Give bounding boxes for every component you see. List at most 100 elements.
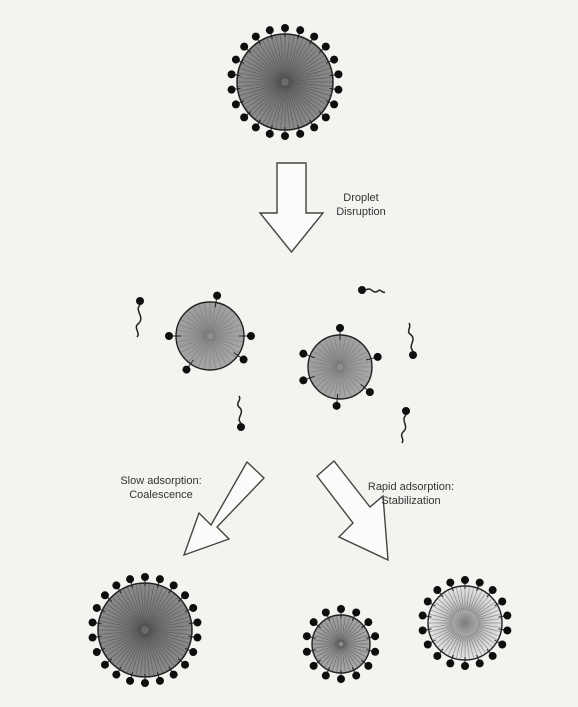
emulsifier-head <box>336 324 344 332</box>
emulsifier-head <box>232 56 240 64</box>
emulsifier-head <box>364 662 372 670</box>
emulsifier-head <box>334 70 342 78</box>
emulsifier-head <box>281 132 289 140</box>
emulsifier-head <box>182 366 190 374</box>
droplet-stabilized-light <box>419 576 512 670</box>
droplet-stabilized-small <box>303 605 379 683</box>
emulsifier-head <box>89 618 97 626</box>
emulsifier-head <box>310 33 318 41</box>
emulsifier-head <box>433 586 441 594</box>
emulsifier-head <box>419 626 427 634</box>
emulsifier-head <box>333 402 341 410</box>
emulsifier-head <box>352 672 360 680</box>
emulsifier-head <box>489 586 497 594</box>
emulsifier-head <box>141 573 149 581</box>
free-emulsifier-2 <box>358 286 385 294</box>
emulsifier-head <box>446 659 454 667</box>
emulsifier-head <box>461 662 469 670</box>
emulsifier-head <box>310 618 318 626</box>
emulsifier-head <box>240 356 248 364</box>
droplet-small-left <box>165 292 255 374</box>
emulsifier-head <box>266 26 274 34</box>
emulsifier-head <box>374 353 382 361</box>
emulsifier-head <box>299 350 307 358</box>
emulsifier-head <box>181 591 189 599</box>
emulsifier-head <box>189 604 197 612</box>
slow-adsorption-label: Slow adsorption: Coalescence <box>110 474 212 502</box>
emulsifier-head <box>228 86 236 94</box>
emulsifier-head <box>498 598 506 606</box>
emulsifier-head <box>419 612 427 620</box>
emulsifier-head <box>112 671 120 679</box>
emulsifier-head <box>364 618 372 626</box>
emulsifier-head <box>310 123 318 131</box>
emulsifier-head <box>337 605 345 613</box>
disruption-label: Droplet Disruption <box>326 191 396 219</box>
emulsifier-head <box>240 43 248 51</box>
emulsifier-head <box>337 675 345 683</box>
emulsifier-head <box>322 672 330 680</box>
emulsifier-head <box>213 292 221 300</box>
emulsifier-head <box>489 652 497 660</box>
emulsifier-head <box>424 598 432 606</box>
emulsifier-head <box>252 33 260 41</box>
emulsifier-head <box>189 648 197 656</box>
disruption-arrow <box>260 163 323 252</box>
emulsifier-head <box>352 608 360 616</box>
emulsifier-head <box>112 581 120 589</box>
emulsifier-head <box>334 86 342 94</box>
emulsifier-head <box>498 641 506 649</box>
emulsifier-head <box>193 618 201 626</box>
emulsifier-head <box>240 113 248 121</box>
free-emulsifier-3 <box>409 323 417 359</box>
emulsifier-head <box>476 579 484 587</box>
droplet-small-right <box>299 324 381 410</box>
emulsifier-head <box>503 612 511 620</box>
emulsifier-head <box>228 70 236 78</box>
emulsifier-head <box>299 376 307 384</box>
emulsifier-head <box>446 579 454 587</box>
emulsifier-head <box>101 661 109 669</box>
emulsifier-head <box>322 43 330 51</box>
emulsifier-head <box>181 661 189 669</box>
emulsifier-head <box>247 332 255 340</box>
emulsifier-head <box>296 26 304 34</box>
emulsifier-head <box>322 113 330 121</box>
emulsifier-head <box>366 388 374 396</box>
emulsifier-head <box>93 604 101 612</box>
droplet-large-top <box>228 24 343 140</box>
emulsifier-head <box>170 671 178 679</box>
emulsifier-head <box>461 576 469 584</box>
droplet-coalesced <box>89 573 202 687</box>
rapid-adsorption-label-line1: Rapid adsorption: <box>356 480 466 494</box>
disruption-label-line1: Droplet <box>326 191 396 205</box>
emulsifier-head <box>310 662 318 670</box>
emulsifier-head <box>266 130 274 138</box>
emulsifier-head <box>232 100 240 108</box>
emulsifier-head <box>371 632 379 640</box>
emulsifier-head <box>93 648 101 656</box>
free-emulsifier-1 <box>136 297 144 337</box>
emulsifier-head <box>424 641 432 649</box>
emulsifier-head <box>296 130 304 138</box>
slow-adsorption-label-line2: Coalescence <box>110 488 212 502</box>
emulsifier-head <box>303 632 311 640</box>
emulsifier-head <box>303 648 311 656</box>
rapid-adsorption-arrow <box>317 461 388 560</box>
emulsifier-head <box>371 648 379 656</box>
emulsifier-head <box>126 575 134 583</box>
disruption-label-line2: Disruption <box>326 205 396 219</box>
emulsifier-head <box>156 575 164 583</box>
emulsifier-head <box>141 679 149 687</box>
emulsifier-head <box>476 659 484 667</box>
emulsifier-head <box>433 652 441 660</box>
rapid-adsorption-label: Rapid adsorption: Stabilization <box>356 480 466 508</box>
emulsifier-head <box>165 332 173 340</box>
emulsifier-head <box>330 100 338 108</box>
emulsifier-head <box>322 608 330 616</box>
emulsifier-head <box>101 591 109 599</box>
emulsifier-head <box>126 677 134 685</box>
free-emulsifier-5 <box>237 396 245 431</box>
